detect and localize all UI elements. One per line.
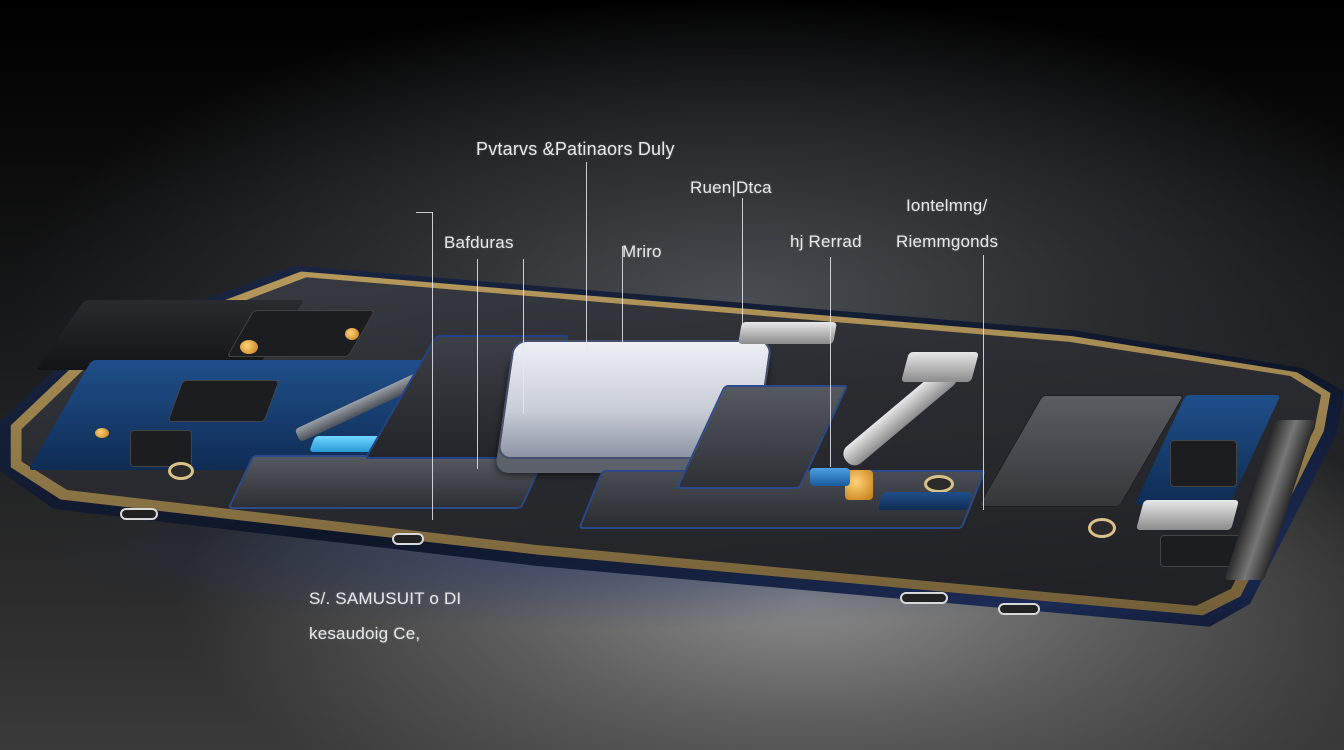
capacitor-2 [345, 328, 359, 340]
usb-port [392, 533, 424, 545]
label-iontelmng: Iontelmng/ [906, 196, 988, 215]
label-ruen: Ruen|Dtca [690, 178, 772, 197]
left-lower-chip [130, 430, 192, 467]
side-button-right [998, 603, 1040, 615]
sim-tray [738, 322, 837, 344]
leader-line-top [586, 162, 587, 357]
side-button-left [120, 508, 158, 520]
leader-line-bafduras-2 [523, 259, 524, 414]
vibration-motor-left [168, 462, 194, 480]
camera-connector-blue [810, 468, 850, 486]
capacitor-1 [240, 340, 258, 354]
camera-housing [900, 352, 980, 382]
leader-line-ruen [742, 198, 743, 326]
right-camera-module [1170, 440, 1237, 487]
center-blue-strip [877, 492, 973, 510]
capacitor-3 [95, 428, 109, 438]
label-mriro: Mriro [622, 242, 662, 261]
right-speaker-grill [1135, 500, 1240, 530]
vibration-motor-center [924, 475, 954, 493]
caption-line-1: S/. SAMUSUIT o DI [309, 589, 462, 608]
caption-line-2: kesaudoig Ce, [309, 624, 421, 643]
left-processor-chip [167, 380, 280, 422]
center-left-plate [227, 455, 547, 509]
label-riemmgonds: Riemmgonds [896, 232, 999, 251]
side-button-center [900, 592, 948, 604]
leader-bracket-left [416, 212, 433, 214]
leader-line-mriro [622, 246, 623, 346]
leader-line-bafduras-1 [477, 259, 478, 469]
leader-line-riemmgonds [983, 255, 984, 510]
leader-line-bracket [432, 212, 433, 520]
label-bafduras: Bafduras [444, 233, 514, 252]
label-rerrad: hj Rerrad [790, 232, 862, 251]
vibration-motor-right [1088, 518, 1116, 538]
right-lower-module [1160, 535, 1242, 567]
label-top: Pvtarvs &Patinaors Duly [476, 139, 675, 159]
leader-line-rerrad [830, 257, 831, 467]
